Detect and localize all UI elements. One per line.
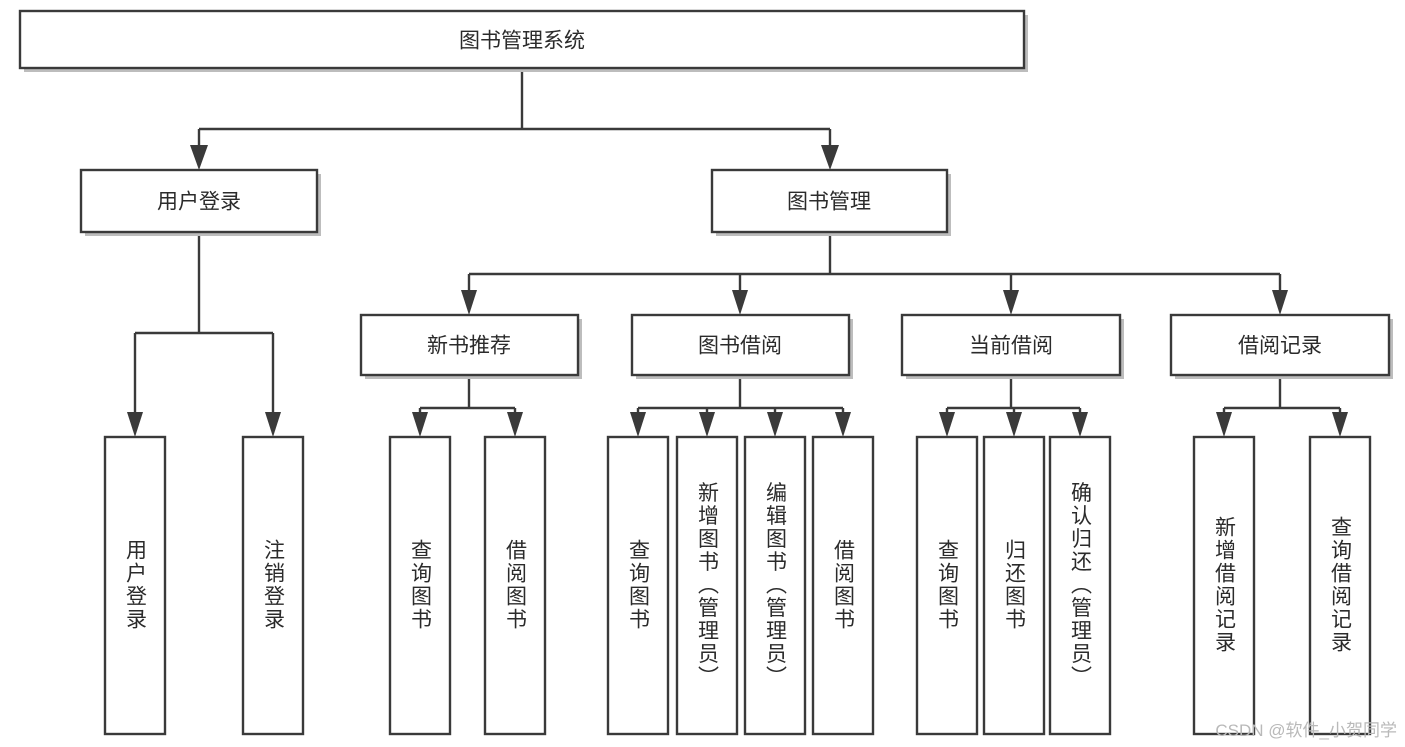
connector-current-borrow-to-leaves: [945, 375, 1082, 418]
node-leaf-user-logout-box[interactable]: [241, 435, 305, 736]
node-leaf-query-book-2[interactable]: 查询图书: [606, 435, 670, 736]
node-borrow-record-box[interactable]: [1169, 313, 1391, 377]
arrow-head-to-book-borrow: [732, 290, 748, 315]
node-leaf-query-book-2-box[interactable]: [606, 435, 670, 736]
node-leaf-add-book-label: 新增图书（管理员）: [696, 482, 720, 689]
node-leaf-edit-book-box[interactable]: [743, 435, 807, 736]
connector-book-manage-to-level3: [467, 232, 1282, 295]
connector-new-book-recommend-to-leaves: [418, 375, 517, 418]
node-user-login-box[interactable]: [79, 168, 319, 234]
arrow-head-to-leaf-add-record: [1216, 412, 1232, 437]
node-leaf-return-book-box[interactable]: [982, 435, 1046, 736]
node-current-borrow[interactable]: 当前借阅: [900, 313, 1124, 379]
node-leaf-query-book-3[interactable]: 查询图书: [915, 435, 979, 736]
node-borrow-record-label: 借阅记录: [1238, 335, 1322, 358]
node-leaf-borrow-book-2-box[interactable]: [811, 435, 875, 736]
node-leaf-borrow-book-2-label: 借阅图书: [832, 539, 856, 631]
node-leaf-user-logout[interactable]: 注销登录: [241, 435, 305, 736]
node-current-borrow-box[interactable]: [900, 313, 1122, 377]
node-book-manage[interactable]: 图书管理: [710, 168, 951, 236]
connector-root-to-level2: [197, 68, 832, 150]
node-leaf-query-book-1-label: 查询图书: [409, 539, 433, 631]
connector-group: [127, 68, 1348, 437]
node-leaf-return-book-label: 归还图书: [1003, 539, 1027, 631]
node-book-borrow[interactable]: 图书借阅: [630, 313, 853, 379]
node-leaf-user-login[interactable]: 用户登录: [103, 435, 167, 736]
node-leaf-borrow-book-1[interactable]: 借阅图书: [483, 435, 547, 736]
node-user-login[interactable]: 用户登录: [79, 168, 321, 236]
node-leaf-borrow-book-2[interactable]: 借阅图书: [811, 435, 875, 736]
node-leaf-return-book[interactable]: 归还图书: [982, 435, 1046, 736]
node-leaf-query-record[interactable]: 查询借阅记录: [1308, 435, 1372, 736]
node-leaf-query-book-2-label: 查询图书: [627, 539, 651, 631]
node-leaf-user-login-box[interactable]: [103, 435, 167, 736]
node-leaf-add-record-box[interactable]: [1192, 435, 1256, 736]
node-root[interactable]: 图书管理系统: [18, 9, 1028, 72]
arrow-head-to-leaf-borrow-book-1: [507, 412, 523, 437]
node-leaf-add-book-box[interactable]: [675, 435, 739, 736]
arrow-head-to-leaf-query-record: [1332, 412, 1348, 437]
arrow-head-to-leaf-return-book: [1006, 412, 1022, 437]
node-book-borrow-box[interactable]: [630, 313, 851, 377]
arrow-head-to-user-login: [190, 145, 208, 170]
node-leaf-edit-book-label: 编辑图书（管理员）: [764, 482, 788, 689]
node-leaf-query-record-label: 查询借阅记录: [1329, 516, 1353, 654]
connector-user-login-to-leaves: [133, 232, 275, 418]
node-leaf-query-book-1[interactable]: 查询图书: [388, 435, 452, 736]
node-leaf-query-book-3-label: 查询图书: [936, 539, 960, 631]
node-leaf-user-logout-label: 注销登录: [262, 539, 286, 631]
node-current-borrow-label: 当前借阅: [969, 335, 1053, 358]
node-leaf-edit-book[interactable]: 编辑图书（管理员）: [743, 435, 807, 736]
node-leaf-add-book[interactable]: 新增图书（管理员）: [675, 435, 739, 736]
node-leaf-confirm-return[interactable]: 确认归还（管理员）: [1048, 435, 1112, 736]
node-leaf-borrow-book-1-label: 借阅图书: [504, 539, 528, 631]
csdn-watermark: CSDN @软件_小贺同学: [1215, 721, 1397, 740]
node-new-book-recommend-box[interactable]: [359, 313, 580, 377]
node-leaf-add-record-label: 新增借阅记录: [1213, 516, 1237, 654]
arrow-head-to-leaf-query-book-1: [412, 412, 428, 437]
arrow-head-to-current-borrow: [1003, 290, 1019, 315]
node-borrow-record[interactable]: 借阅记录: [1169, 313, 1393, 379]
arrow-head-to-leaf-edit-book: [767, 412, 783, 437]
arrow-head-to-book-manage: [821, 145, 839, 170]
connector-borrow-record-to-leaves: [1222, 375, 1342, 418]
node-book-manage-label: 图书管理: [787, 191, 871, 214]
arrow-head-to-new-book-recommend: [461, 290, 477, 315]
arrow-head-to-leaf-borrow-book-2: [835, 412, 851, 437]
node-leaf-confirm-return-box[interactable]: [1048, 435, 1112, 736]
arrow-head-to-leaf-confirm-return: [1072, 412, 1088, 437]
node-user-login-label: 用户登录: [157, 191, 241, 214]
node-root-label: 图书管理系统: [459, 30, 585, 53]
node-leaf-borrow-book-1-box[interactable]: [483, 435, 547, 736]
node-leaf-add-record[interactable]: 新增借阅记录: [1192, 435, 1256, 736]
node-new-book-recommend-label: 新书推荐: [427, 335, 511, 358]
arrow-head-to-borrow-record: [1272, 290, 1288, 315]
arrow-head-to-leaf-query-book-3: [939, 412, 955, 437]
node-leaf-confirm-return-label: 确认归还（管理员）: [1069, 482, 1093, 689]
node-root-box[interactable]: [18, 9, 1026, 70]
node-leaf-user-login-label: 用户登录: [124, 539, 148, 631]
node-leaf-query-book-3-box[interactable]: [915, 435, 979, 736]
arrow-head-to-leaf-user-logout: [265, 412, 281, 437]
node-book-manage-box[interactable]: [710, 168, 949, 234]
node-leaf-query-book-1-box[interactable]: [388, 435, 452, 736]
node-leaf-query-record-box[interactable]: [1308, 435, 1372, 736]
node-book-borrow-label: 图书借阅: [698, 335, 782, 358]
arrow-head-to-leaf-add-book: [699, 412, 715, 437]
arrow-head-to-leaf-query-book-2: [630, 412, 646, 437]
arrow-head-to-leaf-user-login: [127, 412, 143, 437]
node-new-book-recommend[interactable]: 新书推荐: [359, 313, 582, 379]
connector-book-borrow-to-leaves: [636, 375, 845, 418]
